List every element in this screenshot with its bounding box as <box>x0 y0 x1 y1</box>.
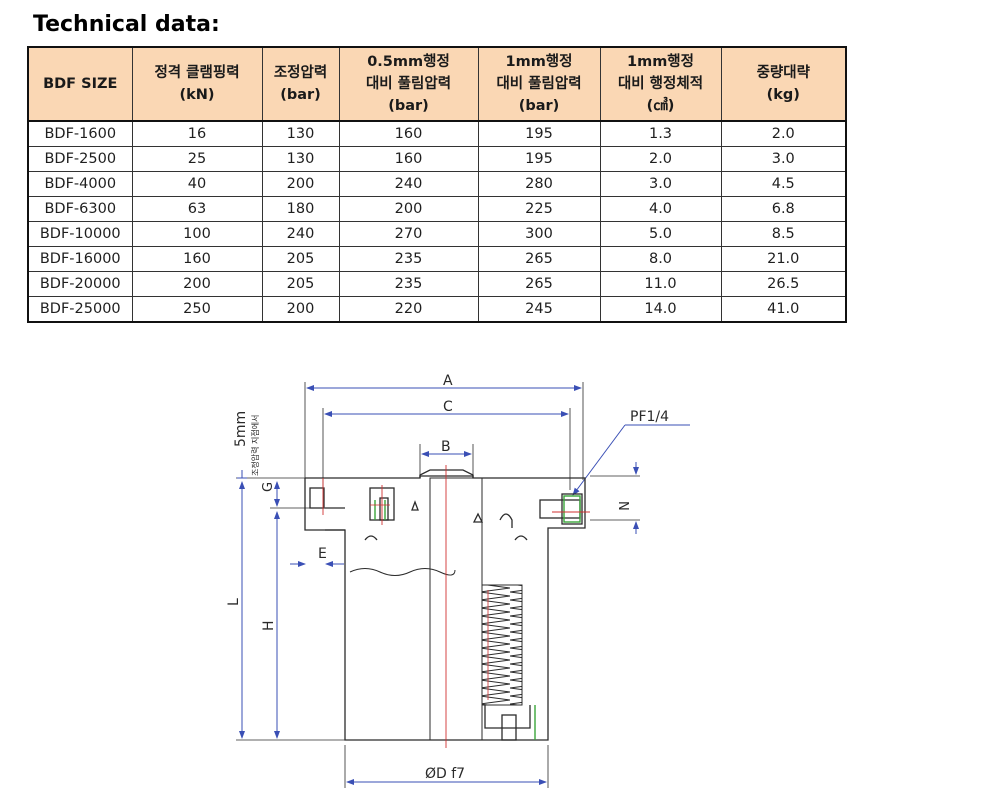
value-cell: 195 <box>477 120 601 147</box>
dim-label-l: L <box>226 598 242 606</box>
size-cell: BDF-25000 <box>27 296 133 323</box>
dim-label-h: H <box>261 620 277 631</box>
header-line: (㎤) <box>646 98 675 114</box>
header-line: 대비 행정체적 <box>617 76 704 92</box>
header-line: (kg) <box>766 87 800 103</box>
dimension-lines <box>237 385 690 785</box>
dim-label-e: E <box>318 546 327 562</box>
value-cell: 8.5 <box>720 221 847 247</box>
header-cell-6: 중량대략 (kg) <box>720 46 847 122</box>
value-cell: 250 <box>131 296 263 323</box>
header-line: (kN) <box>179 87 215 103</box>
value-cell: 25 <box>131 146 263 172</box>
value-cell: 14.0 <box>599 296 722 323</box>
value-cell: 235 <box>338 246 479 272</box>
value-cell: 6.8 <box>720 196 847 222</box>
value-cell: 130 <box>261 146 340 172</box>
value-cell: 3.0 <box>720 146 847 172</box>
value-cell: 160 <box>338 120 479 147</box>
housing-outline <box>304 469 586 741</box>
value-cell: 2.0 <box>599 146 722 172</box>
header-line: BDF SIZE <box>43 76 118 92</box>
value-cell: 245 <box>477 296 601 323</box>
value-cell: 8.0 <box>599 246 722 272</box>
value-cell: 300 <box>477 221 601 247</box>
value-cell: 41.0 <box>720 296 847 323</box>
dim-label-n: N <box>615 501 630 511</box>
header-line: 중량대략 <box>756 65 810 81</box>
value-cell: 180 <box>261 196 340 222</box>
dim-label-g: G <box>261 482 276 492</box>
header-line: 대비 풀림압력 <box>365 76 452 92</box>
value-cell: 195 <box>477 146 601 172</box>
size-cell: BDF-20000 <box>27 271 133 297</box>
header-line: 대비 풀림압력 <box>496 76 582 92</box>
dim-label-a: A <box>443 373 453 389</box>
value-cell: 280 <box>477 171 601 197</box>
value-cell: 205 <box>261 271 340 297</box>
dim-label-c: C <box>443 399 453 415</box>
size-cell: BDF-4000 <box>27 171 133 197</box>
value-cell: 1.3 <box>599 120 722 147</box>
value-cell: 200 <box>131 271 263 297</box>
header-cell-0: BDF SIZE <box>27 46 133 122</box>
value-cell: 4.5 <box>720 171 847 197</box>
header-line: (bar) <box>518 98 560 114</box>
stroke-note: 5mm <box>233 411 249 447</box>
size-cell: BDF-2500 <box>27 146 133 172</box>
header-line: (bar) <box>280 87 321 103</box>
value-cell: 26.5 <box>720 271 847 297</box>
port-label: PF1/4 <box>630 409 669 425</box>
page-title: Technical data: <box>33 12 220 37</box>
stroke-note-sub: 조정압력 지점에서 <box>250 415 260 476</box>
value-cell: 16 <box>131 120 263 147</box>
value-cell: 225 <box>477 196 601 222</box>
header-line: 0.5mm행정 <box>367 54 450 70</box>
value-cell: 265 <box>477 271 601 297</box>
value-cell: 240 <box>261 221 340 247</box>
value-cell: 240 <box>338 171 479 197</box>
value-cell: 200 <box>261 296 340 323</box>
value-cell: 11.0 <box>599 271 722 297</box>
header-line: 1mm행정 <box>627 54 694 70</box>
dim-label-d: ØD f7 <box>425 766 465 782</box>
centerlines <box>322 465 590 748</box>
header-line: 1mm행정 <box>505 54 573 70</box>
value-cell: 21.0 <box>720 246 847 272</box>
header-cell-1: 정격 클램핑력 (kN) <box>131 46 263 122</box>
size-cell: BDF-6300 <box>27 196 133 222</box>
header-line: 조정압력 <box>273 65 328 81</box>
header-cell-2: 조정압력 (bar) <box>261 46 340 122</box>
value-cell: 160 <box>131 246 263 272</box>
value-cell: 220 <box>338 296 479 323</box>
dim-label-b: B <box>441 439 451 455</box>
extension-lines <box>236 382 640 788</box>
value-cell: 200 <box>261 171 340 197</box>
header-line: 정격 클램핑력 <box>154 65 240 81</box>
seal-accents <box>370 495 581 740</box>
header-line: (bar) <box>388 98 429 114</box>
